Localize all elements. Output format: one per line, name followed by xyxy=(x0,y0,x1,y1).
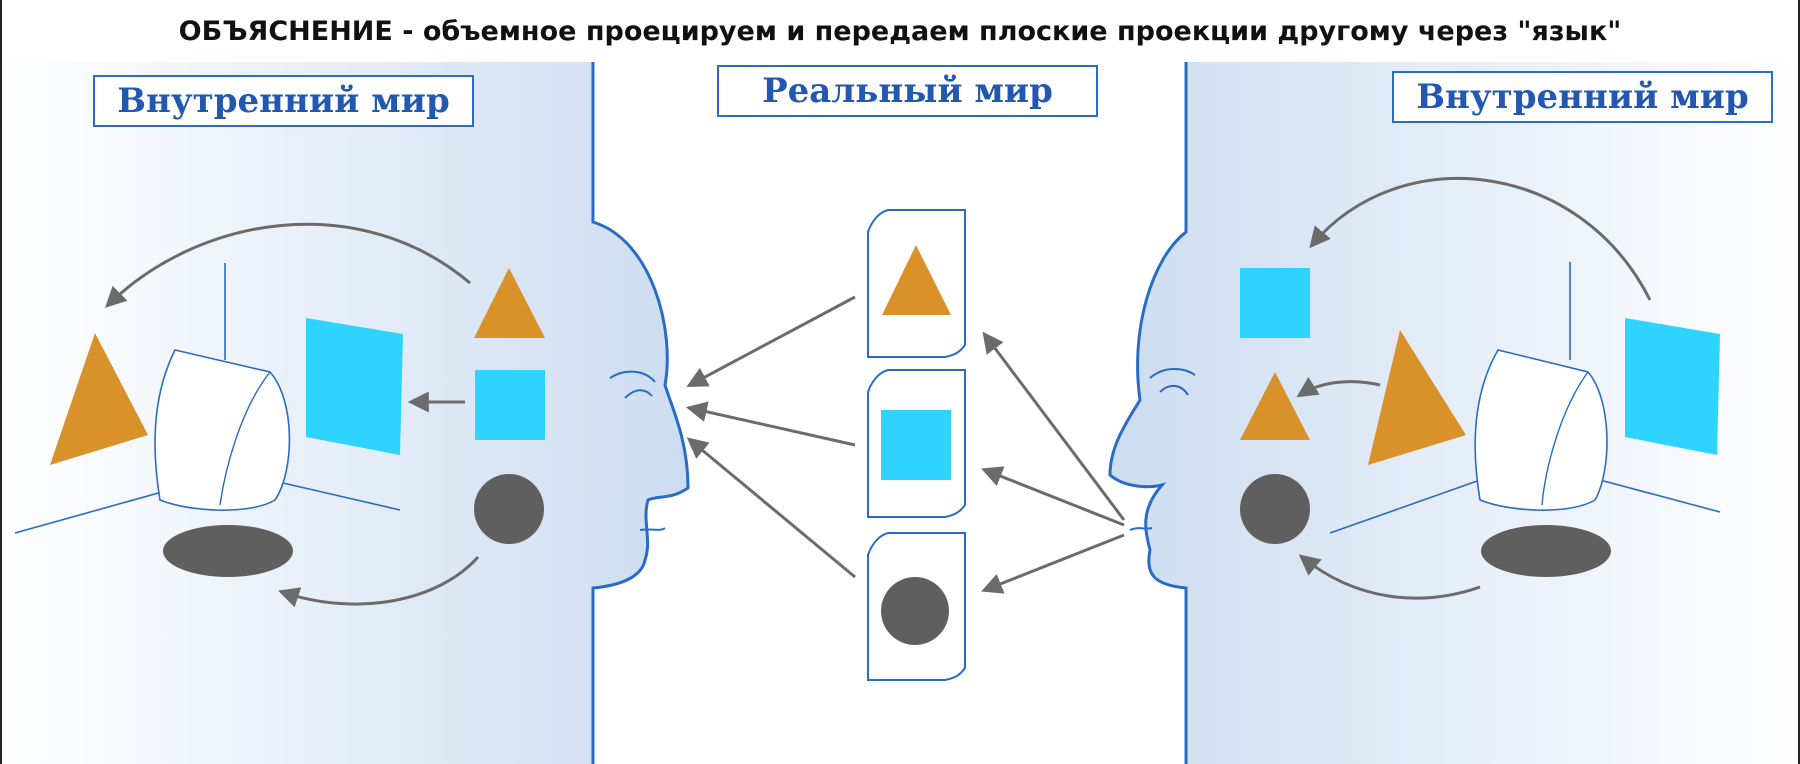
arrow-doc-to-left-eye xyxy=(686,295,856,387)
arrow-triangle xyxy=(104,222,471,308)
arrow-mouth-to-doc xyxy=(982,331,1126,521)
head-right-eye xyxy=(1149,368,1196,396)
cylinder-shape xyxy=(154,349,291,511)
head-right-profile xyxy=(1108,62,1188,764)
arrow-mouth-to-doc xyxy=(981,533,1125,594)
triangle-3d xyxy=(50,333,148,465)
square-3d xyxy=(306,318,403,455)
square-3d xyxy=(1625,318,1720,455)
arrow-circle xyxy=(278,556,480,608)
left-inner-scene xyxy=(14,222,545,608)
diagram-title: ОБЪЯСНЕНИЕ - объемное проецируем и перед… xyxy=(0,0,1800,62)
axis-line xyxy=(1599,479,1721,513)
head-right-panel xyxy=(1110,62,1800,764)
arrow-square xyxy=(1309,177,1652,301)
cylinder-shape xyxy=(1474,349,1608,511)
ellipse-3d xyxy=(1481,525,1611,577)
right-inner-scene xyxy=(1240,177,1721,600)
axis-line xyxy=(269,479,401,511)
head-left-mouth xyxy=(639,527,666,531)
head-right-mouth xyxy=(1129,527,1153,531)
arrow-doc-to-left-eye xyxy=(686,437,856,579)
axis-line xyxy=(1329,479,1481,534)
document-circle xyxy=(867,532,966,681)
triangle-flat xyxy=(1240,372,1310,440)
circle-flat xyxy=(1240,474,1310,544)
document-triangle xyxy=(867,209,966,358)
frame-border-left xyxy=(0,0,2,764)
circle-flat xyxy=(474,474,544,544)
label-inner-world-left: Внутренний мир xyxy=(93,75,474,127)
ellipse-3d xyxy=(163,525,293,577)
head-left-profile xyxy=(591,62,690,764)
arrow-mouth-to-doc xyxy=(981,466,1125,527)
cylinder-curve xyxy=(1541,371,1589,506)
head-left-eye xyxy=(609,370,656,399)
triangle-flat xyxy=(474,268,545,338)
arrow-circle xyxy=(1298,554,1481,600)
arrow-doc-to-left-eye xyxy=(685,401,856,447)
triangle-3d xyxy=(1368,330,1466,465)
square-flat xyxy=(1240,268,1310,338)
square-flat xyxy=(475,370,545,440)
arrow-triangle xyxy=(1296,377,1381,398)
cylinder-curve xyxy=(219,371,271,506)
frame-border-right xyxy=(1798,0,1800,764)
label-inner-world-right: Внутренний мир xyxy=(1392,71,1773,123)
label-real-world: Реальный мир xyxy=(717,65,1098,117)
document-square xyxy=(867,369,966,518)
real-world-documents xyxy=(685,209,1126,681)
